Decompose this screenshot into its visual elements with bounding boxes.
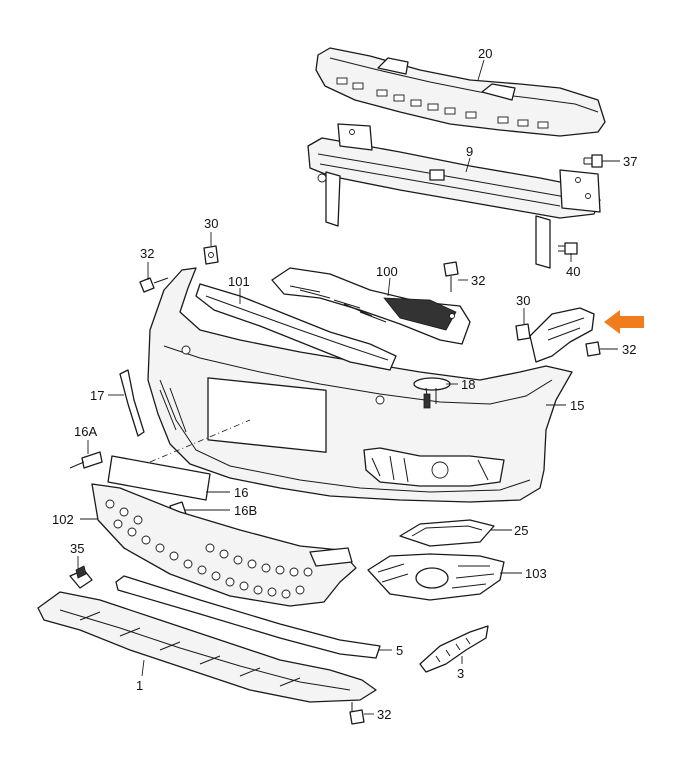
callout-15: 15 [570, 398, 584, 413]
grille-insert-part-100 [271, 267, 471, 345]
bolt-part-32-middle [443, 261, 459, 292]
callout-1: 1 [136, 678, 143, 693]
callout-18: 18 [461, 377, 475, 392]
callout-102: 102 [52, 512, 74, 527]
callout-30-right: 30 [516, 293, 530, 308]
callout-labels: 20 9 37 40 30 32 101 100 32 30 32 17 18 … [52, 46, 637, 722]
license-plate-holder-part-16 [107, 419, 251, 501]
clip-part-35 [69, 565, 93, 589]
callout-9: 9 [466, 144, 473, 159]
callout-20: 20 [478, 46, 492, 61]
reflector-strip-part-3 [419, 625, 489, 673]
callout-3: 3 [457, 666, 464, 681]
bumper-bracket-right [515, 307, 601, 363]
callout-32-left: 32 [140, 246, 154, 261]
bumper-beam-part-9 [307, 123, 601, 269]
sensor-part-18 [413, 377, 451, 409]
bolt-part-32-bottom [349, 702, 365, 725]
callout-32-middle: 32 [471, 273, 485, 288]
leader-lines [77, 59, 620, 715]
callout-35: 35 [70, 541, 84, 556]
callout-16b: 16B [234, 503, 257, 518]
lower-trim-strip-part-5 [115, 575, 381, 659]
callout-37: 37 [623, 154, 637, 169]
bolt-part-40 [558, 242, 578, 255]
callout-40: 40 [566, 264, 580, 279]
fog-lamp-grille-part-103 [367, 553, 505, 601]
trim-ring-part-25 [399, 519, 495, 547]
callout-30-left: 30 [204, 216, 218, 231]
bumper-cover-part-15 [147, 267, 573, 503]
callout-101: 101 [228, 274, 250, 289]
clip-part-30-left [203, 245, 219, 265]
callout-103: 103 [525, 566, 547, 581]
callout-25: 25 [514, 523, 528, 538]
bolt-part-32-left [139, 277, 169, 293]
callout-32-bottom: 32 [377, 707, 391, 722]
callout-100: 100 [376, 264, 398, 279]
callout-16: 16 [234, 485, 248, 500]
lower-grille-part-102 [91, 483, 357, 607]
callout-17: 17 [90, 388, 104, 403]
bolt-part-37 [583, 154, 603, 168]
highlight-arrow [604, 310, 644, 334]
callout-32-right: 32 [622, 342, 636, 357]
underbody-shield-part-1 [37, 591, 377, 703]
callout-16a: 16A [74, 424, 97, 439]
side-bracket-part-17 [119, 369, 145, 437]
callout-5: 5 [396, 643, 403, 658]
pin-part-16a [69, 451, 103, 469]
energy-absorber-part-20 [315, 47, 606, 137]
